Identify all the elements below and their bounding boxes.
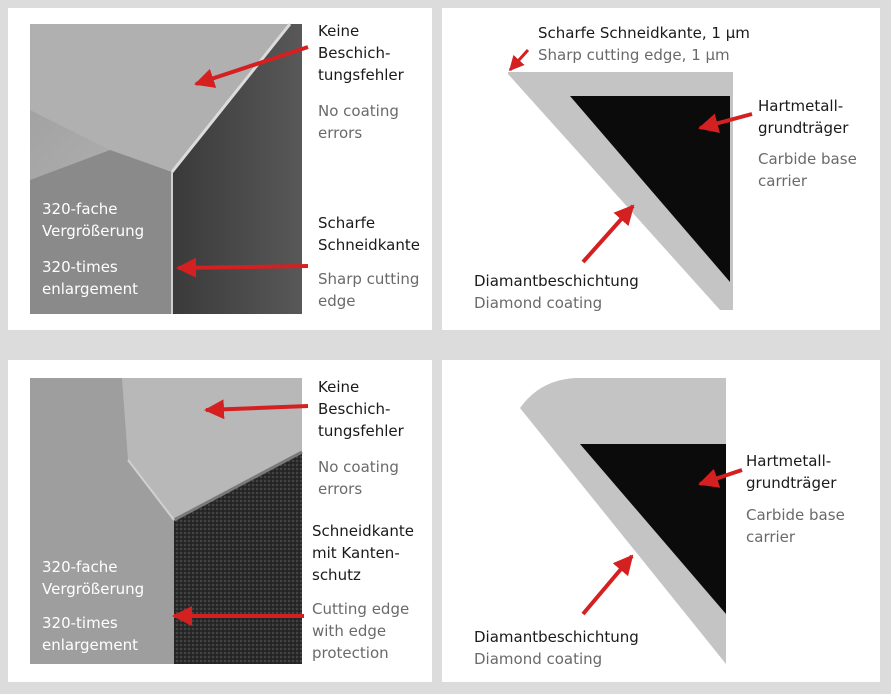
label-no-errors-de-top: Keine Beschich- tungsfehler <box>318 22 404 84</box>
coating-label-en-br: Diamond coating <box>474 650 603 668</box>
sem-image-bottom <box>30 378 303 664</box>
coating-label-de-tr: Diamantbeschichtung <box>474 272 639 290</box>
label-edge-en-bottom: Cutting edge with edge protection <box>312 600 410 662</box>
label-no-errors-en-bottom: No coating errors <box>318 458 399 498</box>
coating-label-de-br: Diamantbeschichtung <box>474 628 639 646</box>
label-edge-en-top: Sharp cutting edge <box>318 270 420 310</box>
arrow-carrier-br <box>698 468 743 488</box>
arrow-edge-top <box>176 257 309 278</box>
arrow-no-errors-bottom <box>204 399 309 420</box>
label-no-errors-de-bottom: Keine Beschich- tungsfehler <box>318 378 404 440</box>
magnification-de-top: 320-fache Vergrößerung <box>42 200 145 240</box>
label-edge-de-top: Scharfe Schneidkante <box>318 214 420 254</box>
arrow-coating-tr <box>581 204 635 264</box>
carrier-label-de-br: Hartmetall- grundträger <box>746 452 837 492</box>
magnification-de-bottom: 320-fache Vergrößerung <box>42 558 145 598</box>
coating-label-en-tr: Diamond coating <box>474 294 603 312</box>
arrow-edge-tr <box>508 48 530 72</box>
arrow-coating-br <box>581 554 634 616</box>
edge-label-de-tr: Scharfe Schneidkante, 1 µm <box>538 24 750 42</box>
carrier-label-en-tr: Carbide base carrier <box>758 150 857 190</box>
arrow-no-errors-top <box>194 45 309 88</box>
label-no-errors-en-top: No coating errors <box>318 102 399 142</box>
cross-section-protected <box>520 378 726 664</box>
cross-section-sharp <box>508 72 745 310</box>
edge-label-en-tr: Sharp cutting edge, 1 µm <box>538 46 730 64</box>
label-edge-de-bottom: Schneidkante mit Kanten- schutz <box>312 522 414 584</box>
carrier-label-de-tr: Hartmetall- grundträger <box>758 97 849 137</box>
magnification-en-top: 320-times enlargement <box>42 258 138 298</box>
magnification-en-bottom: 320-times enlargement <box>42 614 138 654</box>
carrier-label-en-br: Carbide base carrier <box>746 506 845 546</box>
arrow-carrier-tr <box>698 112 753 133</box>
